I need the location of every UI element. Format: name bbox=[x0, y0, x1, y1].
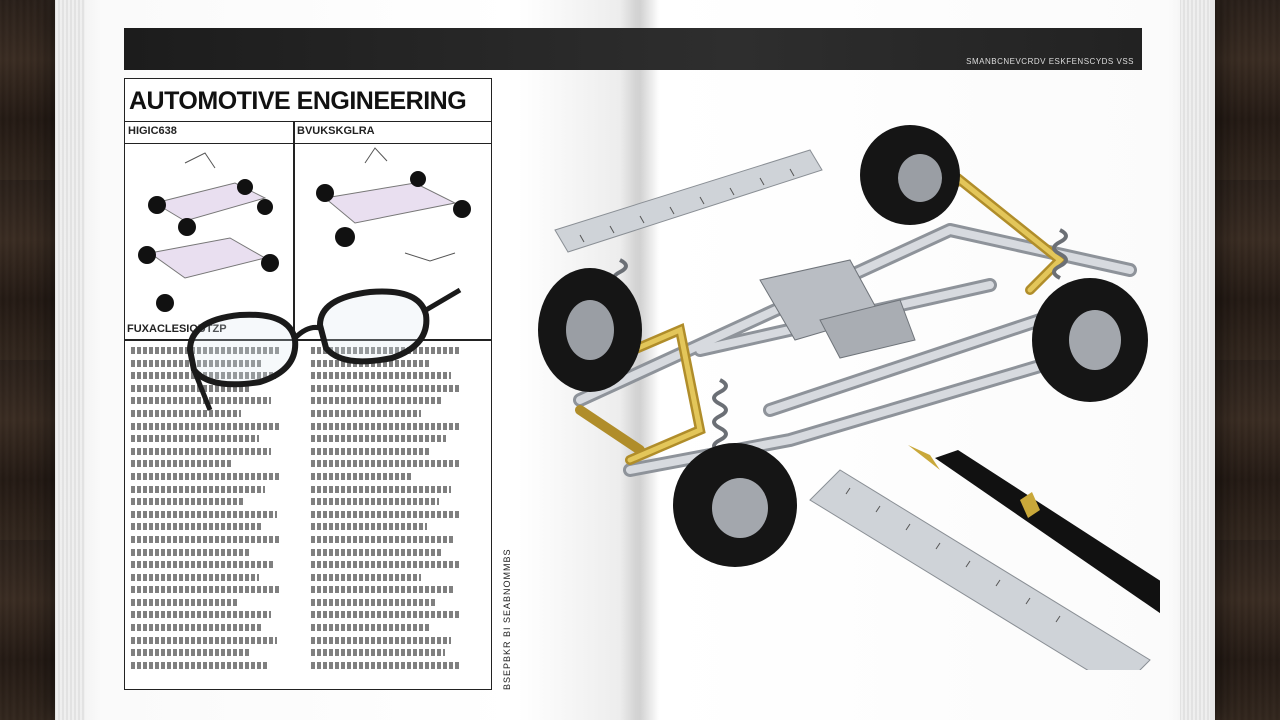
reading-glasses bbox=[186, 287, 462, 411]
section-divider bbox=[125, 339, 491, 341]
right-page-edges bbox=[1180, 0, 1210, 720]
header-caption: SMANBCNEVCRDV ESKFENSCYDS VSS bbox=[966, 57, 1134, 66]
subhead-row: HIGIC638 BVUKSKGLRA bbox=[125, 121, 491, 144]
left-page-edges bbox=[55, 0, 85, 720]
header-bar: SMANBCNEVCRDV ESKFENSCYDS VSS bbox=[124, 28, 1142, 70]
side-note: BSEPBKR BI SEABNOMMBS bbox=[502, 548, 512, 690]
chassis-sketches bbox=[138, 147, 471, 312]
page-title: AUTOMOTIVE ENGINEERING bbox=[129, 87, 467, 115]
fountain-pen bbox=[908, 445, 1160, 614]
subhead-left: HIGIC638 bbox=[128, 125, 177, 137]
chassis-illustration bbox=[538, 125, 1160, 670]
ruler-top bbox=[554, 149, 823, 253]
title-box: AUTOMOTIVE ENGINEERING bbox=[125, 79, 491, 122]
subhead-right: BVUKSKGLRA bbox=[297, 125, 375, 137]
column-divider bbox=[293, 121, 295, 339]
ruler-bottom bbox=[809, 469, 1151, 670]
wheels bbox=[538, 125, 1148, 567]
text-column-left bbox=[131, 347, 301, 674]
article-panel: AUTOMOTIVE ENGINEERING HIGIC638 BVUKSKGL… bbox=[124, 78, 492, 690]
